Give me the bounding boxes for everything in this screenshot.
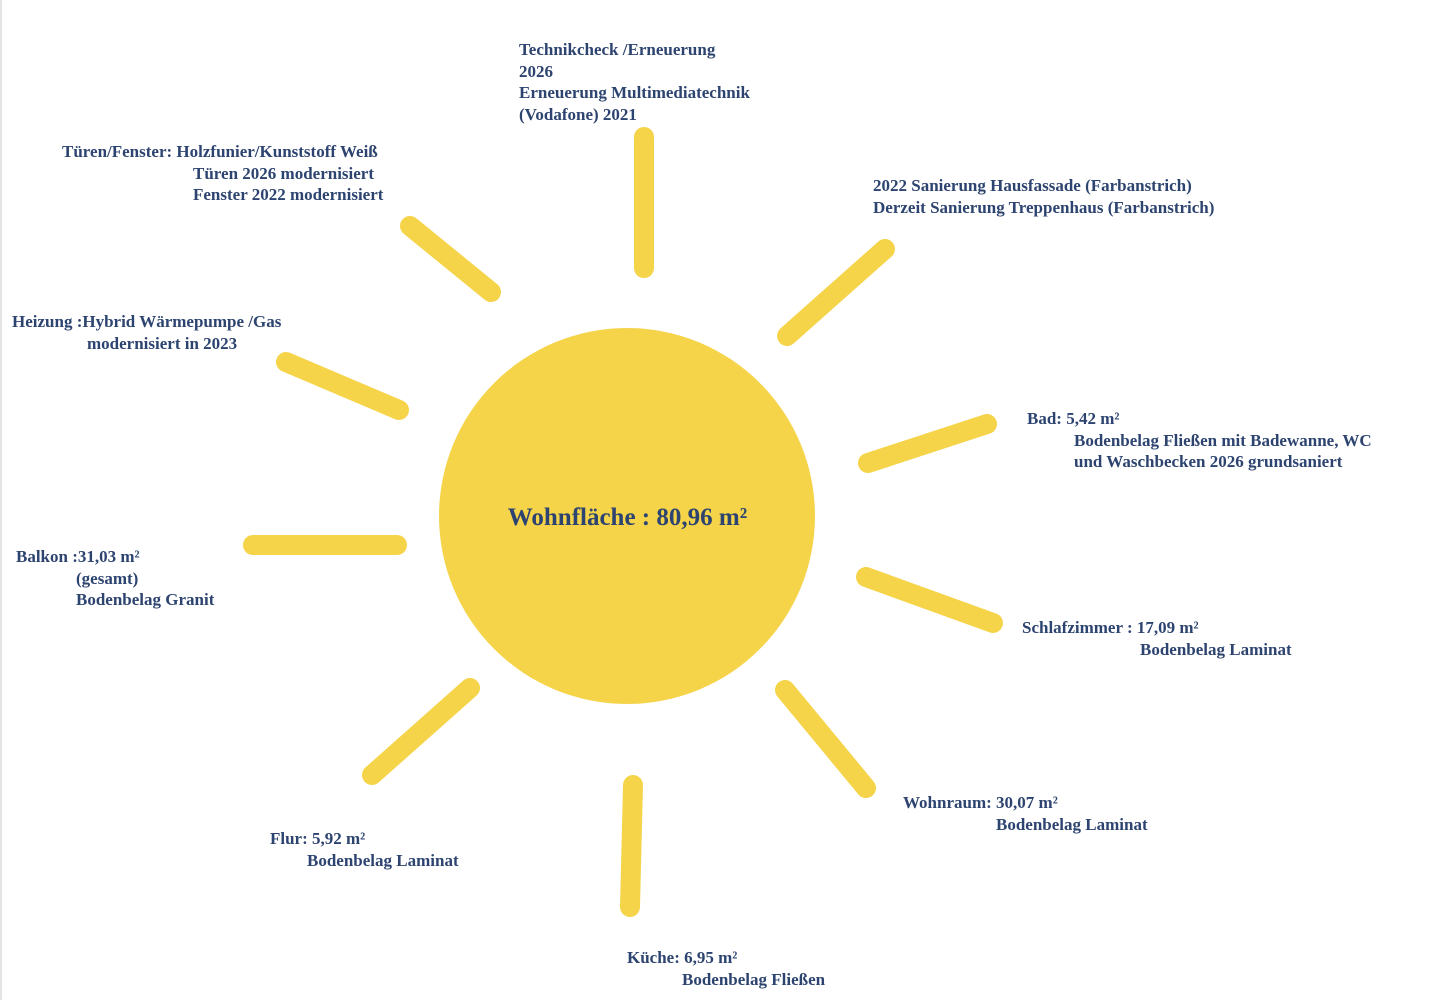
sun-ray-kueche xyxy=(620,775,643,917)
label-technikcheck: Technikcheck /Erneuerung 2026 Erneuerung… xyxy=(519,39,750,125)
label-line: Fenster 2022 modernisiert xyxy=(193,185,384,204)
label-line: Erneuerung Multimediatechnik xyxy=(519,83,750,102)
label-line: (Vodafone) 2021 xyxy=(519,104,637,124)
label-line: (gesamt) xyxy=(76,568,139,588)
label-line: Bodenbelag Laminat xyxy=(307,850,459,870)
label-line: und Waschbecken 2026 grundsaniert xyxy=(1074,452,1343,471)
label-line: Technikcheck /Erneuerung xyxy=(519,40,716,59)
label-fassade: 2022 Sanierung Hausfassade (Farbanstrich… xyxy=(873,175,1214,218)
label-line: Bodenbelag Laminat xyxy=(996,814,1148,834)
sun-ray-bad xyxy=(858,414,997,473)
label-line: 2026 xyxy=(519,61,553,81)
label-line: Küche: 6,95 m² xyxy=(627,948,738,967)
sun-ray-wohnraum xyxy=(775,680,876,798)
label-line: Schlafzimmer : 17,09 m² xyxy=(1022,618,1199,637)
label-line: Flur: 5,92 m² xyxy=(270,829,366,848)
sun-ray-heizung xyxy=(276,352,409,420)
sun-core xyxy=(439,328,815,704)
label-line: Bodenbelag Granit xyxy=(76,590,215,609)
label-schlafzimmer: Schlafzimmer : 17,09 m² Bodenbelag Lamin… xyxy=(1022,617,1292,660)
page-left-edge xyxy=(0,0,2,1000)
label-line: Wohnraum: 30,07 m² xyxy=(903,793,1058,812)
sun-ray-flur xyxy=(362,678,480,785)
label-heizung: Heizung :Hybrid Wärmepumpe /Gas modernis… xyxy=(12,311,281,354)
label-line: Derzeit Sanierung Treppenhaus (Farbanstr… xyxy=(873,197,1215,217)
label-tueren-fenster: Türen/Fenster: Holzfunier/Kunststoff Wei… xyxy=(62,141,383,206)
label-line: modernisiert in 2023 xyxy=(87,333,238,353)
label-line: Bodenbelag Fließen xyxy=(682,969,826,989)
label-line: Heizung :Hybrid Wärmepumpe /Gas xyxy=(12,312,282,331)
label-line: Bodenbelag Fließen mit Badewanne, WC xyxy=(1074,430,1372,450)
label-line: Bodenbelag Laminat xyxy=(1140,639,1292,659)
sun-ray-schlafzimmer xyxy=(856,567,1003,633)
sun-ray-tueren xyxy=(400,216,501,302)
label-balkon: Balkon :31,03 m² (gesamt) Bodenbelag Gra… xyxy=(16,546,214,611)
label-line: Türen/Fenster: Holzfunier/Kunststoff Wei… xyxy=(62,142,378,161)
label-wohnraum: Wohnraum: 30,07 m² Bodenbelag Laminat xyxy=(903,792,1148,835)
sun-ray-fassade xyxy=(777,239,895,346)
living-area-label: Wohnfläche : 80,96 m² xyxy=(507,504,748,531)
label-line: Türen 2026 modernisiert xyxy=(193,163,375,183)
label-line: 2022 Sanierung Hausfassade (Farbanstrich… xyxy=(873,176,1192,195)
label-kueche: Küche: 6,95 m² Bodenbelag Fließen xyxy=(627,947,825,990)
label-flur: Flur: 5,92 m² Bodenbelag Laminat xyxy=(270,828,459,871)
label-bad: Bad: 5,42 m² Bodenbelag Fließen mit Bade… xyxy=(1027,408,1372,473)
label-line: Bad: 5,42 m² xyxy=(1027,409,1120,428)
label-line: Balkon :31,03 m² xyxy=(16,547,140,566)
